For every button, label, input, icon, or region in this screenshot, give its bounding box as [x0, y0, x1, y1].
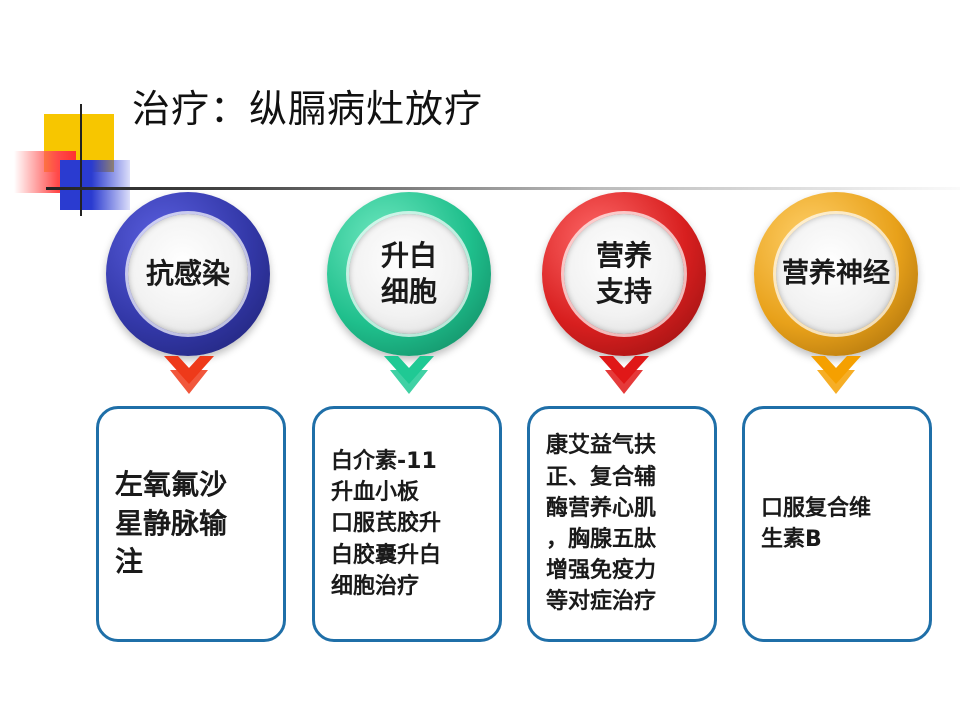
step-2-detail-text: 白介素-11 升血小板 口服芪胶升 白胶囊升白 细胞治疗: [331, 448, 442, 599]
step-3-detail-card: 康艾益气扶 正、复合辅 酶营养心肌 ，胸腺五肽 增强免疫力 等对症治疗: [527, 406, 717, 642]
step-4-circle: 营养神经: [754, 192, 918, 356]
step-2-circle-label: 升白 细胞: [380, 239, 437, 308]
step-2-circle: 升白 细胞: [327, 192, 491, 356]
step-1-detail-card: 左氧氟沙 星静脉输 注: [96, 406, 286, 642]
step-1-down-arrow-icon: [164, 356, 214, 394]
step-2-circle-label-wrap: 升白 细胞: [349, 214, 469, 334]
step-3-down-arrow-icon: [599, 356, 649, 394]
step-4-circle-label-wrap: 营养神经: [776, 214, 896, 334]
step-1-detail-text: 左氧氟沙 星静脉输 注: [115, 468, 228, 579]
title-underline: [46, 187, 960, 190]
step-2-detail-card: 白介素-11 升血小板 口服芪胶升 白胶囊升白 细胞治疗: [312, 406, 502, 642]
step-4-circle-label: 营养神经: [782, 257, 890, 289]
step-4-down-arrow-icon: [811, 356, 861, 394]
step-1-circle-label-wrap: 抗感染: [128, 214, 248, 334]
decor-blue-square: [60, 160, 130, 210]
step-4-detail-text: 口服复合维 生素B: [761, 495, 872, 552]
step-1-circle: 抗感染: [106, 192, 270, 356]
decor-vertical-line: [80, 104, 82, 216]
step-2-down-arrow-icon: [384, 356, 434, 394]
step-3-circle: 营养 支持: [542, 192, 706, 356]
step-4-detail-card: 口服复合维 生素B: [742, 406, 932, 642]
step-1-circle-label: 抗感染: [145, 257, 230, 291]
step-3-circle-label: 营养 支持: [595, 239, 652, 308]
step-3-detail-text: 康艾益气扶 正、复合辅 酶营养心肌 ，胸腺五肽 增强免疫力 等对症治疗: [546, 433, 657, 615]
step-3-circle-label-wrap: 营养 支持: [564, 214, 684, 334]
page-title: 治疗：纵膈病灶放疗: [132, 87, 484, 131]
